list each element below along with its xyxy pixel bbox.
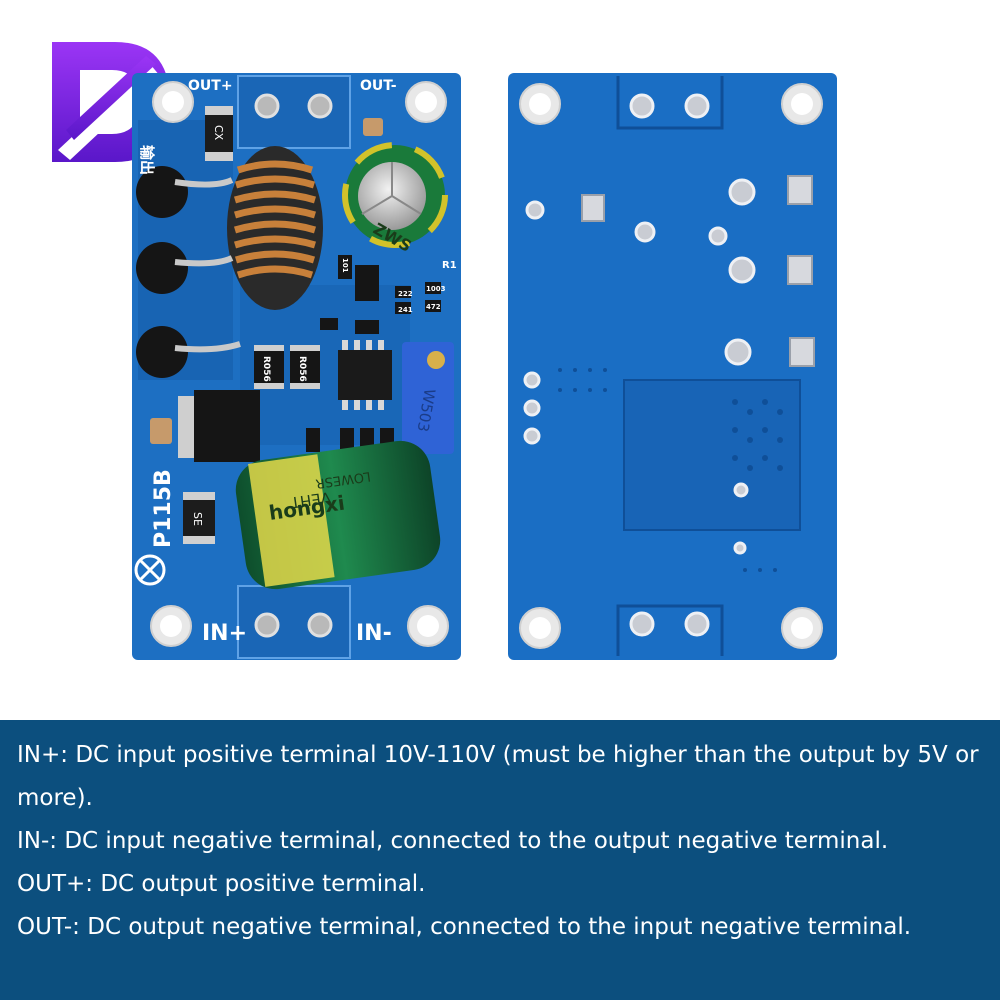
label-model: P115B	[151, 469, 176, 548]
smd-code-1: 101	[341, 258, 349, 273]
smd-code-3: 1003	[426, 285, 446, 293]
smd-code-4: 472	[426, 303, 441, 311]
ref-r1: R1	[442, 260, 457, 271]
resistor-label-2: R056	[297, 356, 307, 382]
pcb-front: OUT+ OUT- IN+ IN- P115B 输出 R056 R056 W50…	[132, 73, 461, 660]
caption-line-out-minus: OUT-: DC output negative terminal, conne…	[17, 914, 912, 940]
diode-top-label: CX	[212, 125, 225, 141]
caption-line-out-plus: OUT+: DC output positive terminal.	[17, 871, 426, 897]
caption-panel: IN+: DC input positive terminal 10V-110V…	[0, 720, 1000, 1000]
cap-large-line1: VEHT	[289, 488, 332, 512]
label-out-plus: OUT+	[188, 78, 233, 94]
product-photo: OUT+ OUT- IN+ IN- P115B 输出 R056 R056 W50…	[52, 42, 837, 660]
label-output-cn: 输出	[138, 145, 156, 175]
label-in-minus: IN-	[356, 621, 392, 646]
resistor-label-1: R056	[261, 356, 271, 382]
caption-line-in-plus: IN+: DC input positive terminal 10V-110V…	[17, 742, 979, 811]
smd-code-5: 241	[398, 306, 413, 314]
diode-bottom-label: SE	[191, 512, 204, 526]
smd-code-2: 222	[398, 290, 413, 298]
label-out-minus: OUT-	[360, 78, 397, 94]
pcb-back	[508, 73, 837, 660]
caption-line-in-minus: IN-: DC input negative terminal, connect…	[17, 828, 889, 854]
label-in-plus: IN+	[202, 621, 247, 646]
photo-canvas: OUT+ OUT- IN+ IN- P115B 输出 R056 R056 W50…	[52, 42, 837, 660]
